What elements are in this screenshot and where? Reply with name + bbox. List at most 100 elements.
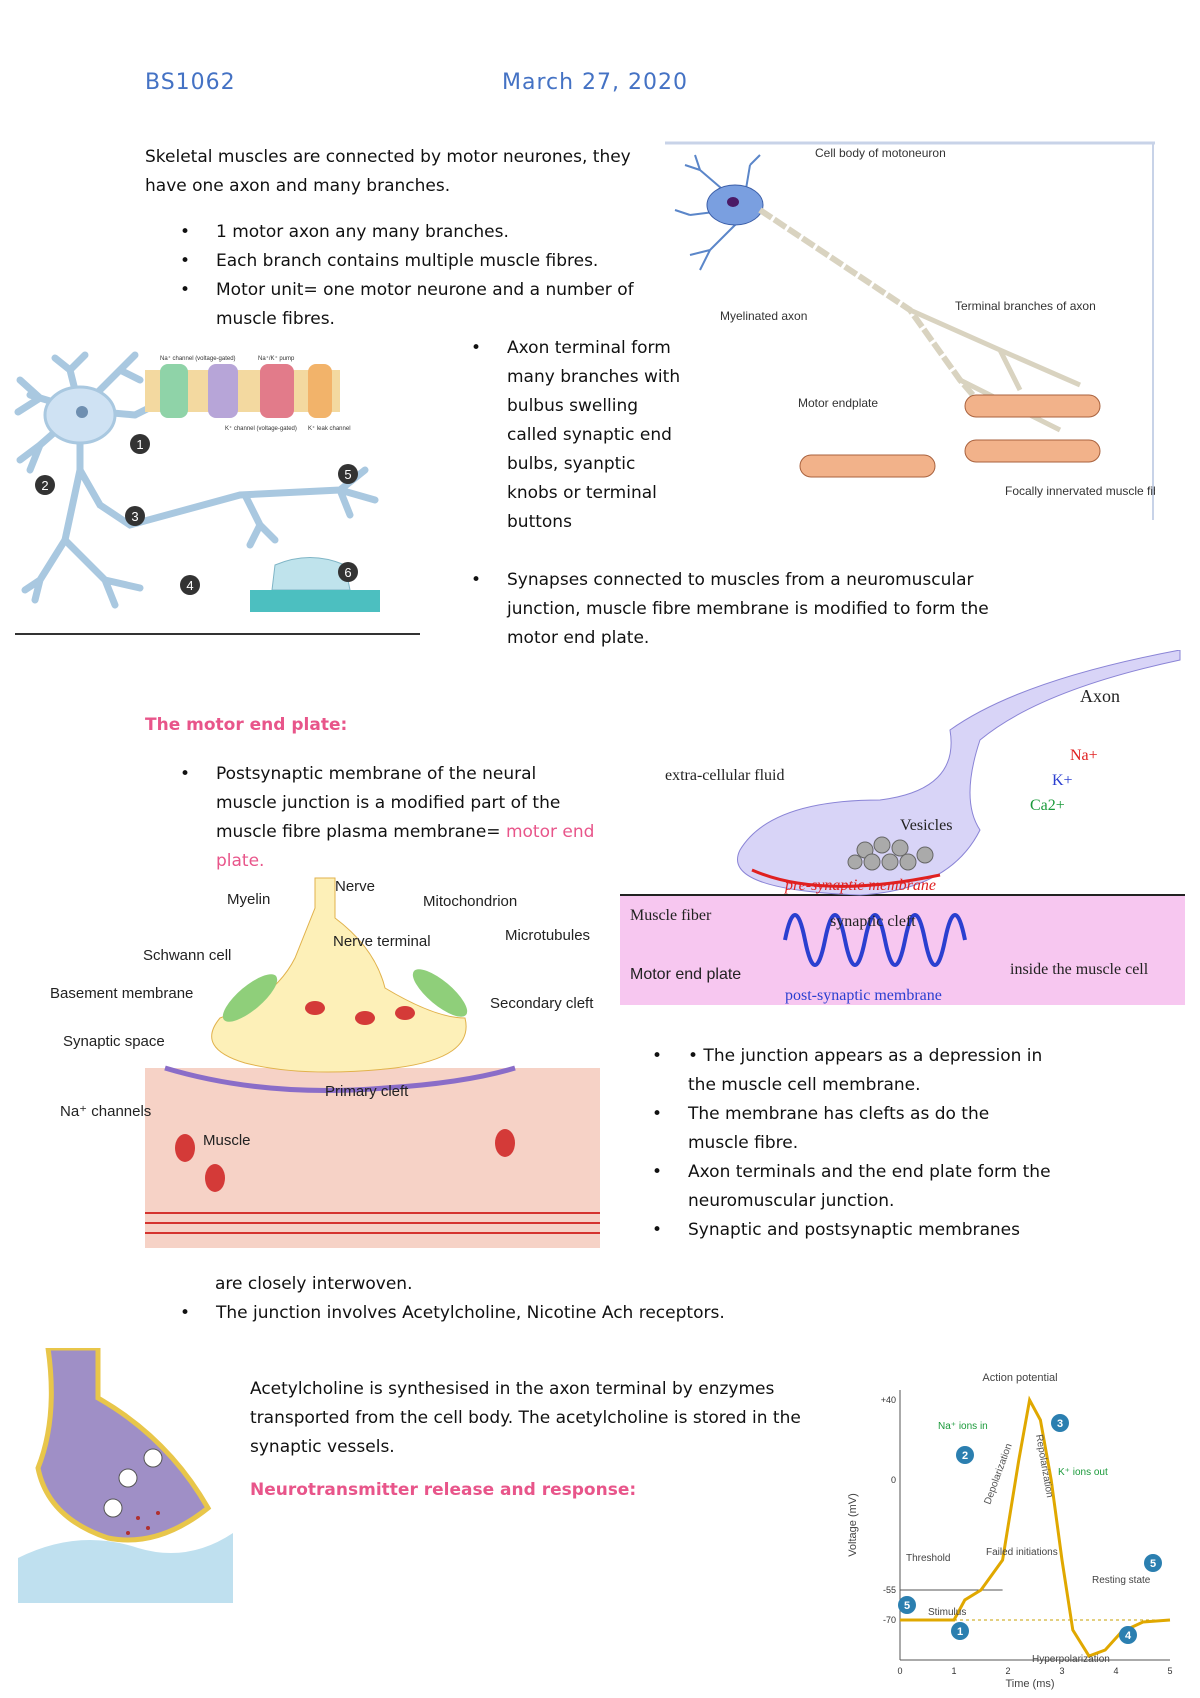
list-item: Axon terminal form many branches with bu… [471, 334, 691, 537]
secondary-cleft-label: Secondary cleft [490, 995, 594, 1012]
intro-bullets: 1 motor axon any many branches. Each bra… [180, 218, 660, 334]
terminal-branches-label: Terminal branches of axon [955, 299, 1096, 313]
vesicles-label: Vesicles [900, 817, 952, 834]
basement-label: Basement membrane [50, 985, 193, 1002]
list-item: Each branch contains multiple muscle fib… [180, 247, 660, 276]
junction-bullets: • The junction appears as a depression i… [652, 1042, 1052, 1245]
action-potential-line [900, 1395, 1171, 1658]
marker-1: 1 [957, 1626, 963, 1638]
synapse-illustration [18, 1348, 233, 1603]
depolarization-label: Depolarization [982, 1442, 1014, 1506]
synaptic-cleft-label: synaptic cleft [830, 913, 916, 930]
marker-3: 3 [1057, 1418, 1063, 1430]
ca-label: Ca2+ [1030, 797, 1065, 814]
mitochondrion-label: Mitochondrion [423, 893, 517, 910]
channel-label: Na⁺ channel (voltage-gated) [160, 355, 236, 362]
threshold-label: Threshold [906, 1553, 950, 1564]
list-item: Synaptic and postsynaptic membranes [652, 1216, 1052, 1245]
muscle-fiber-label: Muscle fiber [630, 907, 712, 924]
highlighted-text: motor end plate. [216, 822, 595, 871]
presynaptic-label: pre-synaptic membrane [784, 877, 936, 894]
extracellular-label: extra-cellular fluid [665, 767, 785, 784]
acetylcholine-paragraph: Acetylcholine is synthesised in the axon… [250, 1379, 801, 1457]
marker-5: 5 [1150, 1558, 1156, 1570]
list-item: Postsynaptic membrane of the neural musc… [180, 760, 600, 876]
x-tick-label: 0 [897, 1666, 902, 1676]
hyperpolarization-label: Hyperpolarization [1032, 1654, 1110, 1665]
nerve-label: Nerve [335, 878, 375, 895]
motor-end-plate-bullet: Postsynaptic membrane of the neural musc… [180, 760, 600, 876]
x-tick-label: 1 [951, 1666, 956, 1676]
y-tick-label: 0 [891, 1475, 896, 1485]
nerve-terminal-label: Nerve terminal [333, 933, 431, 950]
x-tick-label: 2 [1005, 1666, 1010, 1676]
k-label: K+ [1052, 772, 1073, 789]
neuromuscular-junction-diagram: Nerve Myelin Mitochondrion Nerve termina… [50, 877, 600, 1248]
axon-terminal-bullet: Axon terminal form many branches with bu… [471, 334, 691, 537]
list-item: The membrane has clefts as do the muscle… [652, 1100, 1052, 1158]
k-ions-label: K⁺ ions out [1058, 1467, 1108, 1478]
postsynaptic-label: post-synaptic membrane [785, 987, 942, 1004]
marker-label: 4 [186, 578, 193, 593]
action-potential-chart: Action potential Time (ms) Voltage (mV) … [847, 1372, 1173, 1690]
y-tick-label: -70 [883, 1615, 896, 1625]
motor-endplate-label: Motor endplate [798, 396, 878, 410]
marker-label: 6 [344, 565, 351, 580]
marker-label: 3 [131, 509, 138, 524]
primary-cleft-label: Primary cleft [325, 1083, 409, 1100]
microtubules-label: Microtubules [505, 927, 590, 944]
myelin-label: Myelin [227, 891, 270, 908]
channel-label: K⁺ channel (voltage-gated) [225, 425, 297, 432]
channel-label: K⁺ leak channel [308, 425, 351, 432]
y-tick-label: +40 [881, 1395, 896, 1405]
marker-label: 2 [41, 478, 48, 493]
cell-body-label: Cell body of motoneuron [815, 146, 946, 160]
synapse-bullet: Synapses connected to muscles from a neu… [471, 566, 1031, 653]
intro-paragraph: Skeletal muscles are connected by motor … [145, 147, 631, 196]
axon-label: Axon [1080, 686, 1120, 706]
y-tick-label: -55 [883, 1585, 896, 1595]
synapse-diagram: Axon extra-cellular fluid Na+ K+ Ca2+ Ve… [620, 650, 1185, 1005]
repolarization-label: Repolarization [1033, 1434, 1055, 1499]
neuron-markers: 1 2 3 4 5 6 [35, 434, 358, 595]
resting-state-label: Resting state [1092, 1575, 1151, 1586]
chart-ylabel: Voltage (mV) [847, 1493, 859, 1557]
neurotransmitter-heading: Neurotransmitter release and response: [250, 1480, 637, 1500]
stimulus-label: Stimulus [928, 1607, 966, 1618]
marker-4: 4 [1125, 1630, 1132, 1642]
na-label: Na+ [1070, 747, 1098, 764]
x-tick-label: 5 [1167, 1666, 1172, 1676]
list-item: Motor unit= one motor neurone and a numb… [180, 276, 660, 334]
na-channels-label: Na⁺ channels [60, 1103, 151, 1120]
marker-5b: 5 [904, 1600, 910, 1612]
focally-innervated-label: Focally innervated muscle fibres [1005, 484, 1155, 498]
marker-label: 1 [136, 437, 143, 452]
list-item: Synapses connected to muscles from a neu… [471, 566, 1031, 653]
schwann-label: Schwann cell [143, 947, 231, 964]
list-item: • The junction appears as a depression i… [652, 1042, 1052, 1100]
x-tick-label: 3 [1059, 1666, 1064, 1676]
inside-muscle-label: inside the muscle cell [1010, 961, 1149, 978]
channel-label: Na⁺/K⁺ pump [258, 355, 295, 362]
synaptic-space-label: Synaptic space [63, 1033, 165, 1050]
chart-xlabel: Time (ms) [1005, 1678, 1054, 1690]
list-item: 1 motor axon any many branches. [180, 218, 660, 247]
bullet-text: Postsynaptic membrane of the neural musc… [216, 764, 561, 842]
failed-initiations-label: Failed initiations [986, 1547, 1058, 1558]
myelinated-axon-label: Myelinated axon [720, 309, 807, 323]
neuron-diagram: 1 2 3 4 5 6 Na⁺ channel (voltage-gated) … [14, 351, 420, 635]
x-tick-label: 4 [1113, 1666, 1118, 1676]
marker-label: 5 [344, 467, 351, 482]
list-item: The junction involves Acetylcholine, Nic… [180, 1299, 880, 1328]
muscle-label: Muscle [203, 1132, 251, 1149]
motoneuron-diagram: Cell body of motoneuron Myelinated axon … [665, 141, 1155, 520]
motor-end-plate-label: Motor end plate [630, 966, 741, 983]
na-ions-label: Na⁺ ions in [938, 1421, 988, 1432]
list-item: Axon terminals and the end plate form th… [652, 1158, 1052, 1216]
chart-title: Action potential [982, 1372, 1057, 1384]
marker-2: 2 [962, 1450, 968, 1462]
page-date: March 27, 2020 [502, 70, 689, 95]
course-code: BS1062 [145, 70, 236, 95]
motor-end-plate-heading: The motor end plate: [145, 715, 348, 735]
ach-bullet: The junction involves Acetylcholine, Nic… [180, 1299, 880, 1328]
